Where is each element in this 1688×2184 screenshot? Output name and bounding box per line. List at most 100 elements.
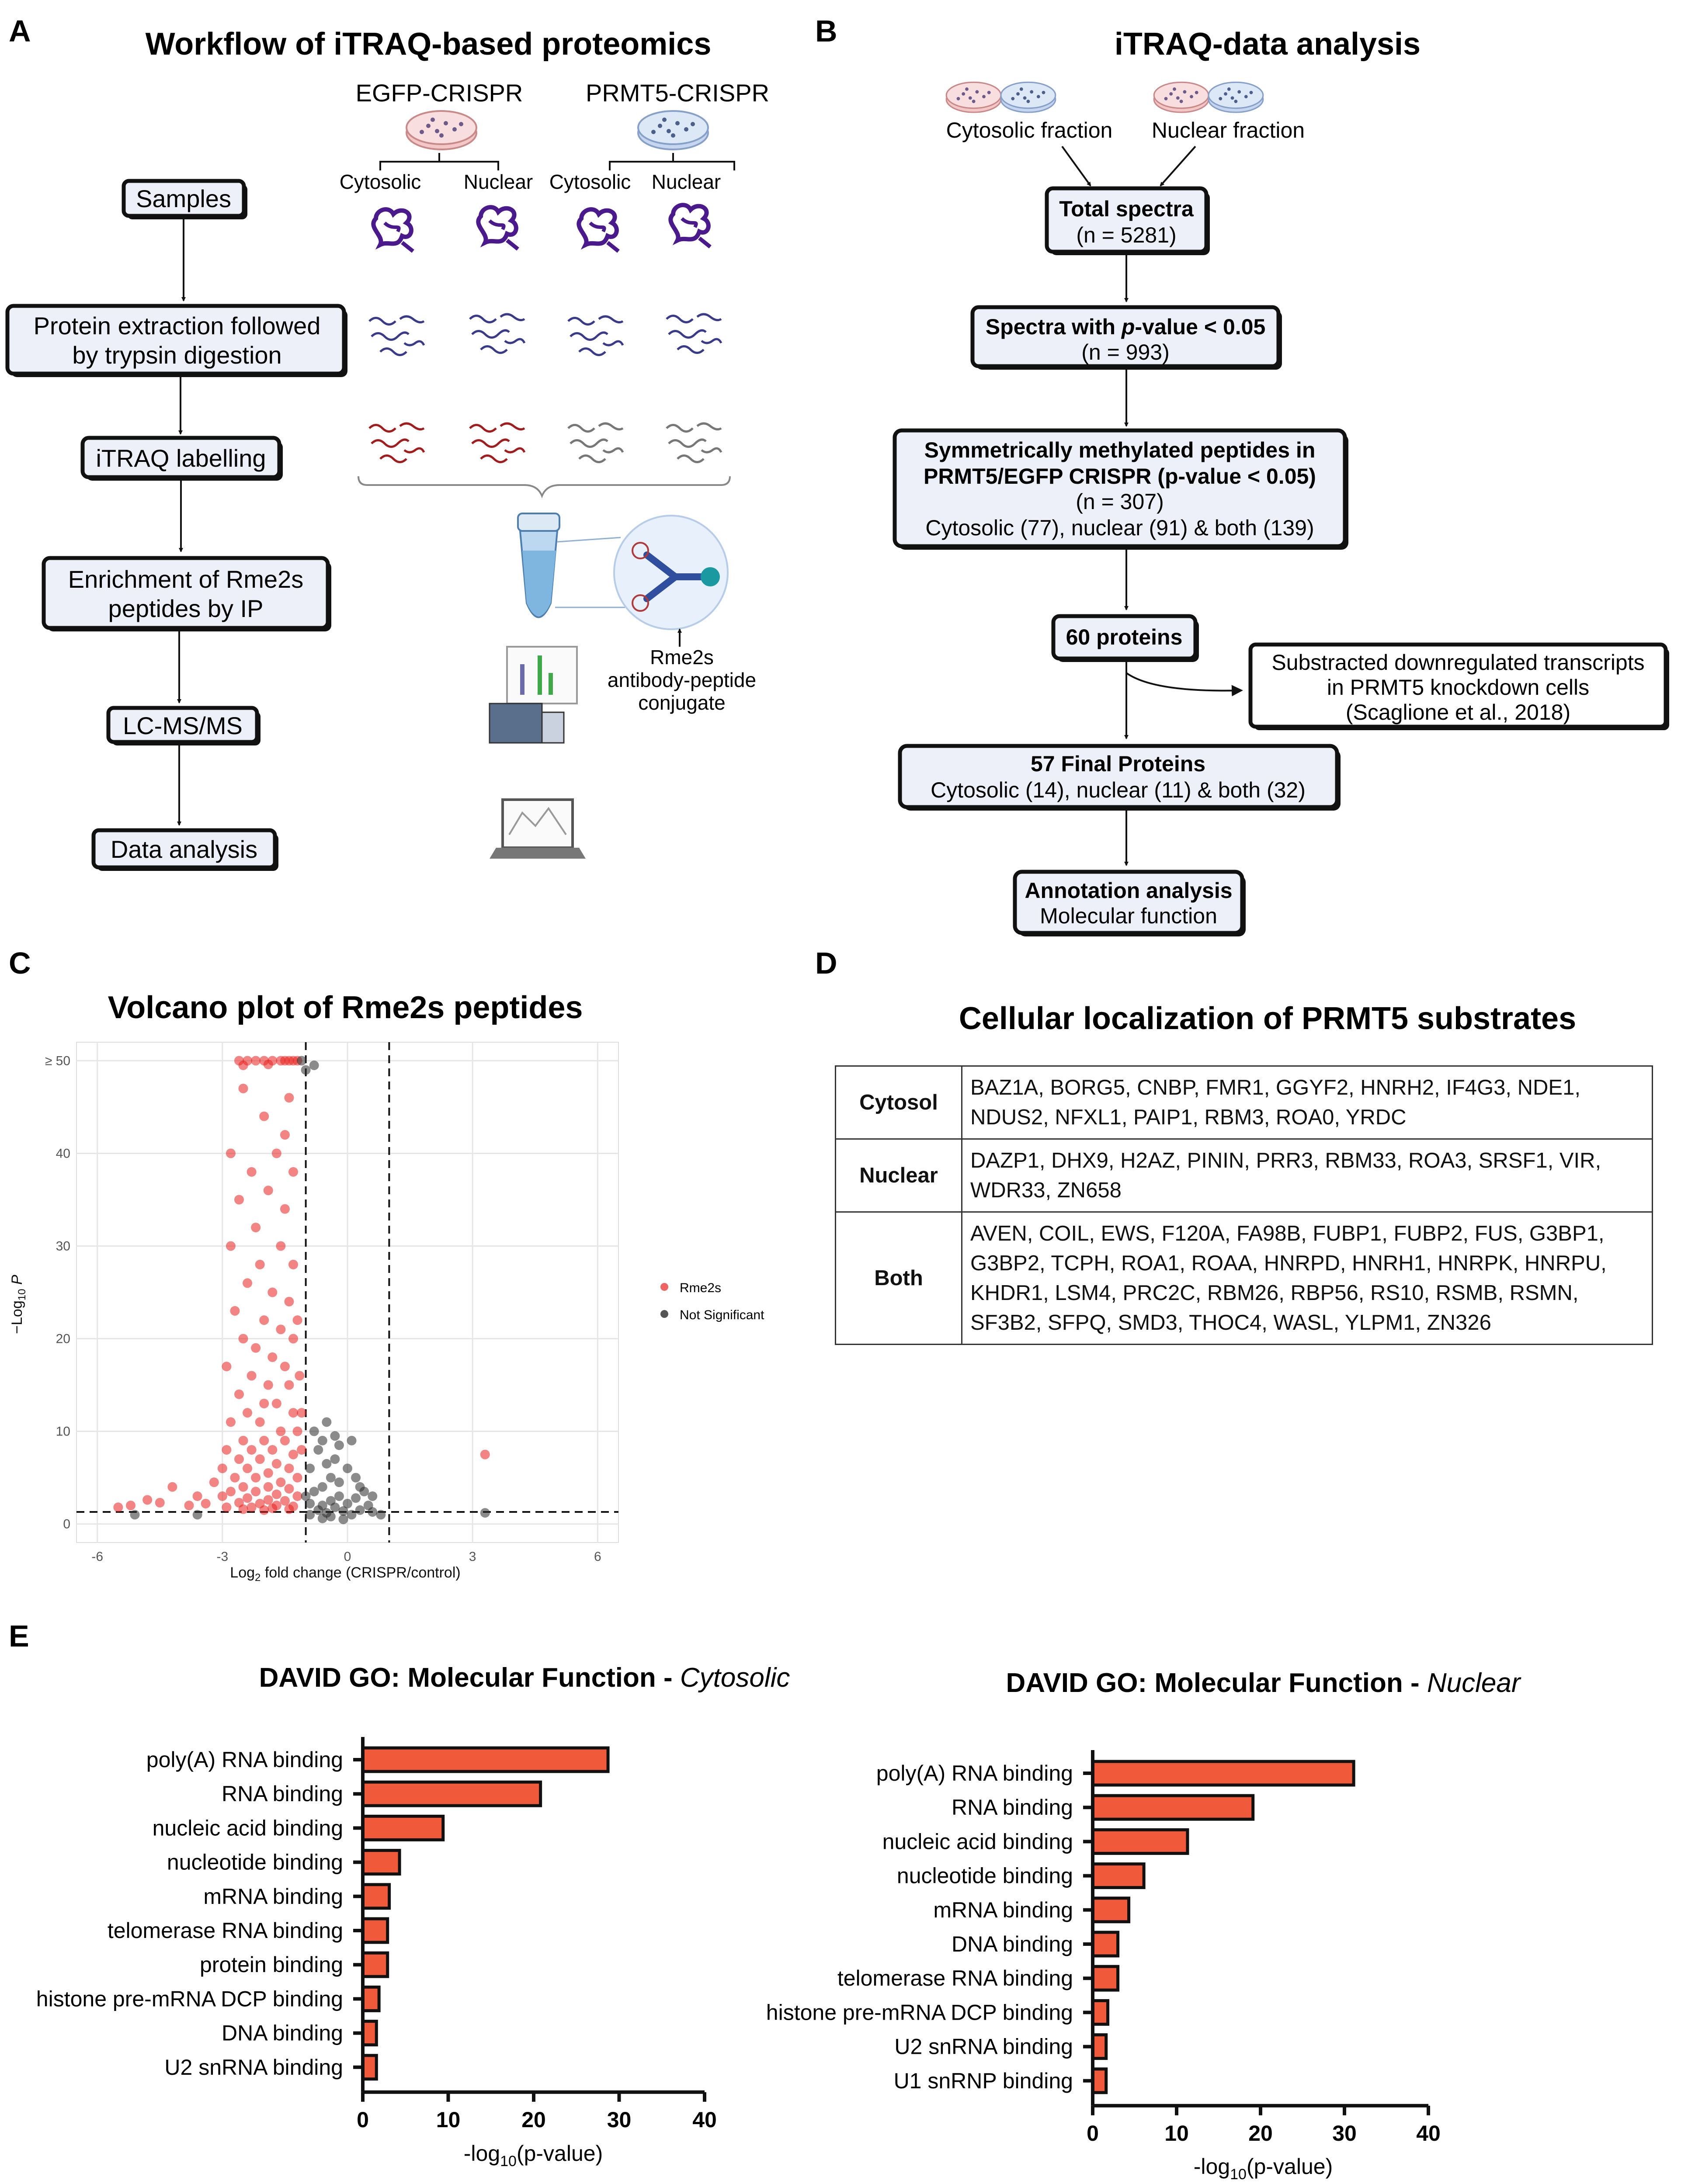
rme2s-point: [192, 1491, 202, 1501]
rme2s-point: [276, 1241, 286, 1251]
category-cell: Both: [835, 1211, 962, 1345]
rme2s-point: [247, 1502, 257, 1512]
table-row: Both AVEN, COIL, EWS, F120A, FA98B, FUBP…: [835, 1211, 1653, 1345]
laptop-icon: [490, 798, 586, 859]
go-cytosolic-x-axis-label: -log10(p-value): [464, 2141, 603, 2170]
not-significant-point: [330, 1454, 340, 1464]
not-significant-point: [309, 1061, 319, 1071]
rme2s-point: [267, 1352, 278, 1362]
not-significant-point: [192, 1510, 202, 1520]
not-significant-point: [347, 1510, 357, 1520]
rme2s-point: [238, 1084, 248, 1094]
step-data-analysis-box: [91, 828, 277, 870]
not-significant-point: [480, 1508, 490, 1518]
go-category-label: mRNA binding: [933, 1898, 1073, 1922]
rme2s-point: [167, 1482, 177, 1492]
peptides-icon: [667, 314, 721, 353]
rme2s-point: [259, 1315, 269, 1325]
rme2s-point: [255, 1417, 265, 1427]
not-significant-point: [326, 1473, 336, 1483]
rme2s-point: [288, 1334, 298, 1344]
rme2s-point: [155, 1498, 165, 1508]
go-bar: [1091, 1896, 1131, 1924]
legend-rme2s-label: Rme2s: [680, 1281, 721, 1295]
not-significant-point: [317, 1482, 327, 1492]
go-category-label: nucleic acid binding: [882, 1829, 1073, 1854]
rme2s-point: [271, 1489, 281, 1499]
step-enrichment-label: peptides by IP: [108, 595, 264, 622]
go-bar: [361, 1814, 445, 1841]
go-bar: [361, 1917, 389, 1944]
condition-prmt5-label: PRMT5-CRISPR: [586, 79, 769, 107]
not-significant-point: [322, 1417, 332, 1427]
go-category-label: histone pre-mRNA DCP binding: [36, 1986, 343, 2011]
go-bar: [361, 1780, 542, 1807]
go-category-label: protein binding: [200, 1952, 343, 1977]
not-significant-point: [326, 1511, 336, 1522]
go-bar: [361, 1985, 381, 2012]
rme2s-point: [284, 1380, 294, 1390]
go-bar: [1091, 1760, 1355, 1787]
rme2s-point: [284, 1484, 294, 1494]
rme2s-point: [251, 1473, 261, 1483]
rme2s-point: [113, 1502, 123, 1512]
rme2s-point: [280, 1362, 290, 1372]
rme2s-point: [297, 1445, 307, 1455]
antibody-label: conjugate: [638, 691, 726, 714]
methylated-peptides-breakdown: Cytosolic (77), nuclear (91) & both (139…: [925, 516, 1314, 540]
rme2s-point: [126, 1501, 135, 1511]
not-significant-point: [355, 1505, 365, 1515]
rme2s-point: [243, 1493, 253, 1503]
go-bar: [1091, 1931, 1120, 1958]
cytosolic-fraction-label: Cytosolic fraction: [946, 118, 1113, 142]
fraction-label: Nuclear: [464, 170, 533, 193]
step-itraq-label: iTRAQ labelling: [96, 444, 266, 472]
rme2s-point: [243, 1408, 253, 1418]
not-significant-point: [343, 1463, 352, 1473]
rme2s-point: [251, 1487, 261, 1497]
volcano-x-axis-label: Log2 fold change (CRISPR/control): [230, 1564, 460, 1584]
rme2s-point: [263, 1186, 273, 1196]
labelled-peptides-icon: [568, 423, 623, 462]
y-tick-label: 20: [56, 1332, 70, 1346]
peptides-icon: [470, 314, 524, 353]
rme2s-point: [238, 1334, 248, 1344]
fraction-label: Nuclear: [652, 170, 721, 193]
antibody-label: antibody-peptide: [608, 669, 756, 691]
methylated-peptides-count: (n = 307): [1076, 489, 1164, 514]
table-row: Nuclear DAZP1, DHX9, H2AZ, PININ, PRR3, …: [835, 1138, 1653, 1213]
rme2s-point: [480, 1449, 490, 1459]
not-significant-point: [322, 1459, 332, 1469]
go-bar: [361, 1849, 401, 1876]
labelled-peptides-icon: [470, 423, 524, 462]
x-tick-label: -6: [91, 1550, 103, 1564]
proteins-60-box: [1051, 614, 1198, 661]
subtracted-transcripts-citation: (Scaglione et al., 2018): [1346, 700, 1570, 725]
total-spectra-box: [1045, 186, 1209, 254]
go-category-label: U2 snRNA binding: [894, 2035, 1073, 2059]
not-significant-point: [351, 1493, 361, 1503]
rme2s-point: [217, 1463, 227, 1473]
rme2s-point: [284, 1093, 294, 1103]
not-significant-point: [338, 1514, 348, 1524]
rme2s-point: [247, 1167, 257, 1177]
rme2s-point: [209, 1477, 219, 1487]
x-tick-label: 3: [469, 1550, 476, 1564]
protein-icon: [579, 209, 618, 251]
x-tick-label: 40: [692, 2108, 717, 2132]
protein-icon: [478, 207, 518, 249]
rme2s-point: [251, 1223, 261, 1233]
x-tick-label: 0: [357, 2108, 369, 2132]
total-spectra-count: (n = 5281): [1076, 223, 1176, 247]
rme2s-point: [259, 1111, 269, 1121]
step-extraction-label: by trypsin digestion: [72, 341, 281, 369]
significant-spectra-label: Spectra with p-value < 0.05: [986, 315, 1266, 339]
rme2s-point: [288, 1408, 298, 1418]
step-samples-box: [122, 179, 246, 218]
volcano-y-axis-label: −Log10 P: [9, 1275, 28, 1334]
x-tick-label: 30: [1332, 2121, 1357, 2146]
step-extraction-label: Protein extraction followed: [34, 312, 321, 340]
step-enrichment-label: Enrichment of Rme2s: [68, 565, 303, 593]
final-proteins-breakdown: Cytosolic (14), nuclear (11) & both (32): [931, 778, 1306, 802]
not-significant-point: [305, 1463, 315, 1473]
